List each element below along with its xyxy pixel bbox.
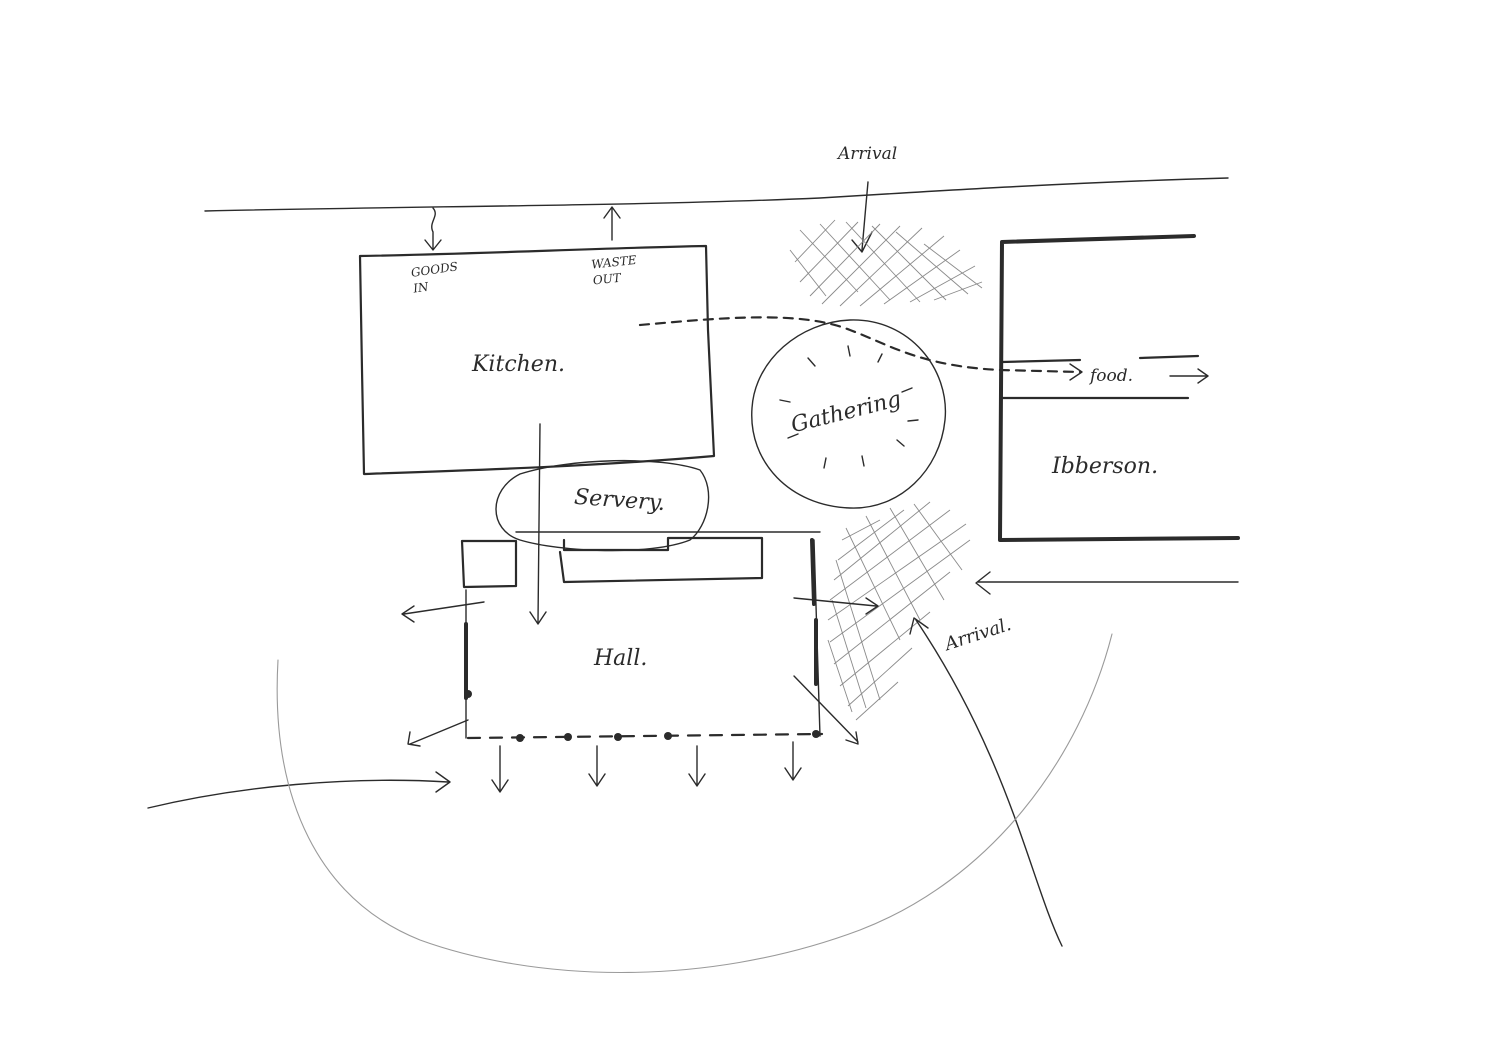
hall-counter <box>558 536 764 584</box>
food-exit-arrow <box>1169 368 1209 384</box>
hall-right-wall-thin <box>813 539 821 737</box>
hall-label: Hall. <box>594 646 648 671</box>
ibberson-outline <box>998 234 1240 542</box>
gathering-rays <box>779 345 919 469</box>
waste-out-label: WASTE OUT <box>590 252 638 288</box>
arrival-top-label: Arrival <box>838 144 898 164</box>
arrival-right-arrow <box>975 571 1239 595</box>
servery-ellipse <box>495 459 710 552</box>
arrival-top-arrow <box>851 181 873 253</box>
hatch-zone-top <box>789 219 983 307</box>
landscape-arc <box>276 633 1113 974</box>
ibberson-passage-top <box>1000 354 1200 364</box>
hall-right-wall <box>810 538 818 686</box>
food-label: food. <box>1090 366 1134 386</box>
hall-exit-right-arrow <box>793 597 879 615</box>
hall-exit-left-arrow <box>401 601 485 623</box>
waste-out-arrow <box>603 206 621 241</box>
food-route-arrowhead <box>1069 363 1083 381</box>
hatch-zone-bottom <box>827 501 971 721</box>
kitchen-label: Kitchen. <box>472 352 565 377</box>
kitchen-outline <box>358 244 716 476</box>
hall-south-arrows <box>491 741 802 793</box>
hall-exit-lower-left-arrow <box>407 719 469 747</box>
hall-exit-lower-right-arrow <box>793 675 859 745</box>
goods-in-arrow <box>424 207 442 251</box>
ibberson-label: Ibberson. <box>1052 454 1159 479</box>
arrival-path-arrow <box>909 617 1063 947</box>
hall-store-box <box>460 539 518 589</box>
gathering-circle <box>751 319 947 509</box>
hall-columns <box>464 690 820 742</box>
hall-bottom-colonnade <box>466 732 824 740</box>
food-route-dashed <box>638 316 1082 374</box>
south-approach-arrow <box>147 771 451 809</box>
kitchen-to-hall-arrow <box>529 423 547 625</box>
goods-in-label: GOODS IN <box>410 259 459 296</box>
street-edge-line <box>204 177 1229 212</box>
